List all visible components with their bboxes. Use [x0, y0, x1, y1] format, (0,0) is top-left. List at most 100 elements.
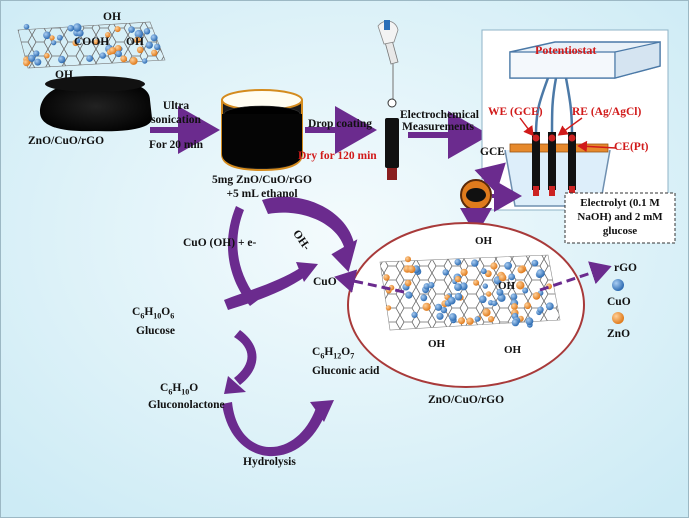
- nanoparticle: [516, 281, 525, 290]
- material-ellipse: [347, 222, 585, 388]
- nanoparticle: [134, 29, 143, 39]
- nanoparticle: [407, 265, 416, 274]
- beaker-label-1: 5mg ZnO/CuO/rGO: [212, 174, 312, 186]
- nanoparticle: [482, 283, 488, 289]
- gluconic-formula: C6H12O7: [312, 346, 355, 361]
- nanoparticle: [43, 31, 51, 40]
- hydrolysis-label: Hydrolysis: [243, 456, 296, 468]
- ellipse-oh-top: OH: [475, 235, 493, 247]
- nanoparticle: [154, 43, 161, 51]
- nanoparticle: [428, 282, 435, 289]
- nanoparticle: [436, 312, 444, 320]
- cuooh-label: CuO (OH) + e-: [183, 237, 257, 249]
- nanoparticle: [405, 291, 413, 299]
- nanoparticle: [525, 317, 534, 326]
- ellipse-oh-mid: OH: [498, 280, 516, 292]
- echem-label-1: Electrochemical: [400, 109, 479, 121]
- nanoparticle: [511, 318, 520, 327]
- gluconic-label: Gluconic acid: [312, 365, 380, 377]
- nanoparticle: [479, 295, 487, 304]
- nanoparticle: [129, 56, 138, 65]
- nanoparticle: [471, 259, 479, 267]
- nanoparticle: [420, 294, 428, 302]
- legend-zno-marker: [612, 312, 624, 324]
- arrow-to-cuo: [334, 269, 405, 294]
- ultra-label-1: Ultra: [162, 100, 190, 112]
- nanoparticle: [34, 58, 42, 66]
- nanoparticle: [486, 291, 492, 297]
- electrolyte-line-1: Electrolyt (0.1 M: [580, 197, 660, 209]
- nanoparticle: [440, 306, 448, 314]
- nanoparticle: [537, 306, 544, 313]
- oh-label-right: OH: [126, 36, 144, 48]
- nanoparticle: [474, 316, 481, 322]
- nanoparticle: [482, 308, 491, 317]
- graphene-sheet-illustration: [17, 21, 166, 69]
- nanoparticle: [454, 283, 462, 291]
- nanoparticle: [93, 39, 99, 45]
- nanoparticle: [136, 46, 144, 54]
- legend-cuo-marker: [612, 279, 624, 291]
- legend: [612, 279, 624, 324]
- legend-zno-label: ZnO: [607, 328, 631, 340]
- nanoparticle: [145, 41, 153, 49]
- nanoparticle: [524, 302, 531, 310]
- nanoparticle: [114, 26, 121, 33]
- nanoparticle: [134, 36, 141, 44]
- nanoparticle: [128, 26, 135, 33]
- nanoparticle: [466, 317, 474, 325]
- nanoparticle: [67, 24, 75, 32]
- electrolyte-line-3: glucose: [602, 225, 638, 237]
- nanoparticle: [73, 23, 82, 32]
- nanoparticle: [385, 305, 392, 311]
- nanoparticle: [447, 296, 456, 305]
- nanoparticle: [510, 293, 518, 301]
- ce-label: CE(Pt): [614, 141, 649, 153]
- nanoparticle: [473, 279, 480, 286]
- nanoparticle: [422, 302, 431, 311]
- gluconolactone-formula: C6H10O: [160, 382, 199, 397]
- nanoparticle: [56, 34, 63, 41]
- nanoparticle: [143, 28, 151, 35]
- nanoparticle: [114, 45, 122, 52]
- drop-coating-label: Drop coating: [308, 118, 372, 130]
- glucose-label: Glucose: [136, 325, 175, 337]
- ultra-label-3: For 20 min: [148, 139, 204, 151]
- nanoparticle: [484, 270, 492, 278]
- beaker-label-2: +5 mL ethanol: [226, 188, 298, 200]
- nanoparticle: [120, 55, 128, 63]
- nanoparticle: [44, 52, 50, 59]
- cooh-label: COOH: [74, 36, 110, 48]
- nanoparticle: [51, 40, 57, 46]
- nanoparticle: [458, 317, 465, 325]
- nanoparticle: [488, 316, 495, 323]
- oh-label-top: OH: [103, 11, 121, 23]
- nanoparticle: [105, 32, 111, 38]
- ellipse-oh-bottom-right: OH: [504, 344, 522, 356]
- electrolyte-line-2: NaOH) and 2 mM: [577, 211, 663, 223]
- nanoparticle: [383, 274, 390, 281]
- nanoparticle: [454, 275, 462, 283]
- re-label: RE (Ag/AgCl): [572, 106, 642, 118]
- nanoparticle: [498, 273, 507, 282]
- ellipse-oh-bottom-left: OH: [428, 338, 446, 350]
- oh-label-left: OH: [55, 69, 73, 81]
- nanoparticle: [508, 273, 516, 281]
- potentiostat-label: Potentiostat: [535, 43, 597, 57]
- nanoparticle: [511, 303, 518, 310]
- nanoparticle: [142, 58, 148, 64]
- nanoparticle: [536, 269, 545, 278]
- nanoparticle: [86, 55, 93, 62]
- beaker: [221, 89, 303, 172]
- nanoparticle: [448, 313, 457, 321]
- nanoparticle: [115, 50, 122, 58]
- nanoparticle: [99, 52, 107, 59]
- nanoparticle: [28, 54, 36, 62]
- nanoparticle: [522, 287, 529, 294]
- material-label-left: ZnO/CuO/rGO: [28, 135, 105, 147]
- nanoparticle: [545, 302, 554, 311]
- electrode-pipette: [377, 20, 399, 180]
- reaction-cycle: [222, 196, 358, 457]
- nanoparticle: [491, 300, 498, 307]
